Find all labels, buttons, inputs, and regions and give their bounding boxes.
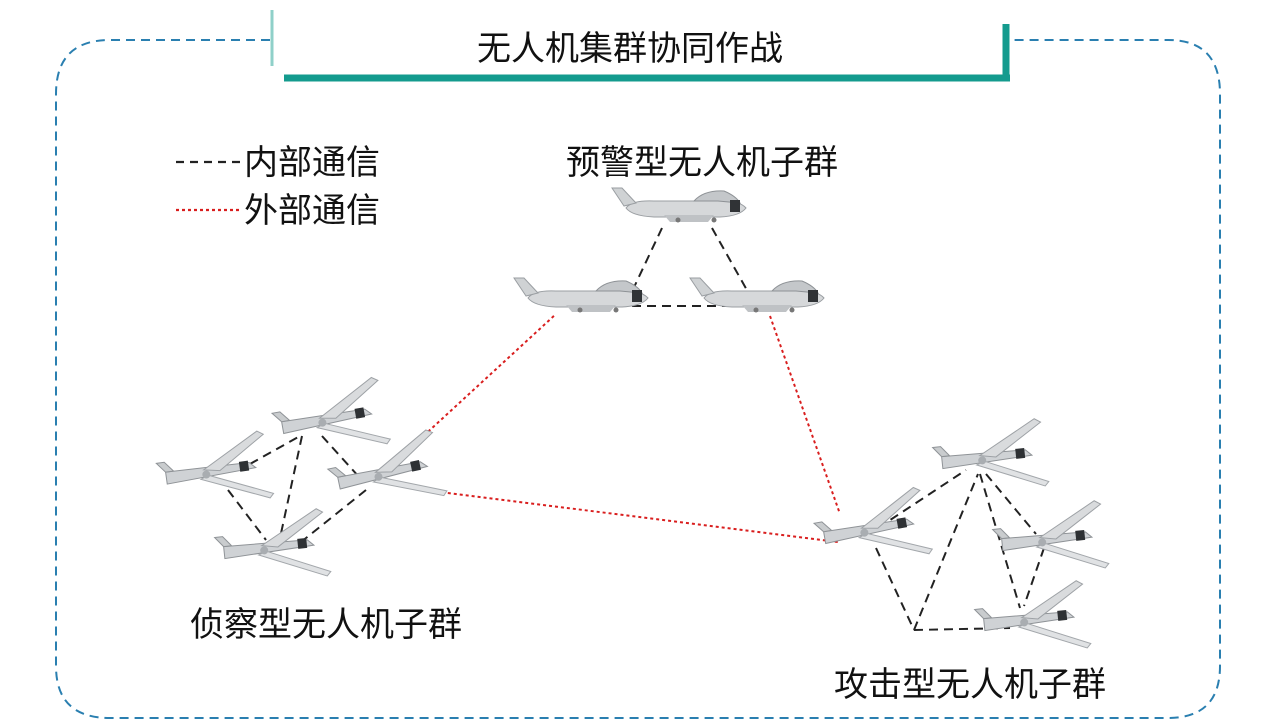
recon-group-label: 侦察型无人机子群: [190, 605, 462, 645]
diagram-title: 无人机集群协同作战: [477, 29, 783, 69]
attack-drone-4: [972, 579, 1092, 660]
attack-drone-2: [930, 417, 1050, 498]
title-bar: [270, 10, 1010, 82]
attack-group-label: 攻击型无人机子群: [834, 665, 1106, 705]
warning-drone-1: [611, 187, 747, 223]
recon-drone-2: [268, 375, 392, 464]
external-links: [405, 313, 841, 543]
warning-drone-3: [689, 277, 825, 313]
legend: 内部通信 外部通信: [176, 143, 380, 231]
warning-drone-2: [513, 277, 649, 313]
attack-drone-1: [810, 485, 934, 574]
legend-external-label: 外部通信: [244, 191, 380, 231]
legend-internal-label: 内部通信: [244, 143, 380, 183]
recon-drone-4: [212, 507, 332, 588]
warning-group-label: 预警型无人机子群: [566, 143, 838, 183]
recon-drone-1: [153, 429, 275, 514]
outer-frame: [55, 39, 1221, 719]
